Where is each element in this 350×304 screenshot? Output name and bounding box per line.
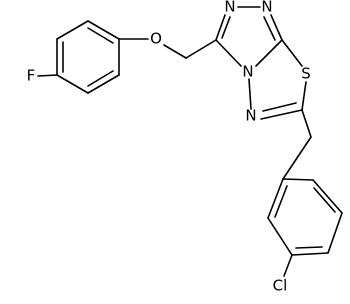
bond — [282, 178, 314, 181]
bond — [255, 39, 283, 67]
double-bond — [313, 187, 336, 213]
bond — [270, 14, 283, 41]
bond — [281, 39, 303, 67]
nitrogen-atom-label: N — [224, 0, 235, 16]
nitrogen-atom-label: N — [261, 0, 272, 16]
oxygen-atom-label: O — [150, 30, 162, 48]
bond — [248, 78, 252, 110]
bond — [267, 178, 284, 219]
o-ch2-bond — [163, 44, 187, 59]
fluorophenyl-ring — [56, 20, 120, 94]
bond — [215, 39, 242, 67]
bond — [56, 20, 89, 40]
ch2-aryl-bond — [282, 136, 312, 180]
nitrogen-atom-label: N — [242, 63, 253, 81]
bond — [301, 81, 307, 111]
double-bond — [295, 246, 323, 249]
bond — [87, 20, 120, 40]
bond — [260, 109, 303, 120]
bond — [327, 212, 343, 254]
sulfur-atom-label: S — [301, 65, 311, 83]
bond — [87, 74, 120, 94]
double-bond — [274, 185, 288, 218]
double-bond — [87, 70, 114, 87]
c-f-bond — [37, 74, 58, 77]
double-bond — [87, 27, 114, 44]
chlorine-atom-label: Cl — [273, 277, 288, 295]
nitrogen-atom-label: N — [245, 107, 256, 125]
thiadiazole-ring — [248, 39, 307, 120]
bond — [267, 217, 293, 256]
fluorine-atom-label: F — [27, 67, 36, 85]
c-cl-bond — [283, 254, 293, 277]
bond — [215, 14, 226, 41]
bond — [56, 74, 89, 94]
double-bond — [221, 16, 231, 39]
triazole-ring — [215, 6, 283, 67]
double-bond — [263, 16, 276, 41]
bond — [291, 252, 329, 256]
double-bond — [262, 102, 297, 112]
bond — [312, 179, 343, 214]
ch2-triazole-bond — [185, 39, 217, 59]
c-ch2-bond — [301, 109, 312, 138]
chlorophenyl-ring — [267, 178, 343, 256]
